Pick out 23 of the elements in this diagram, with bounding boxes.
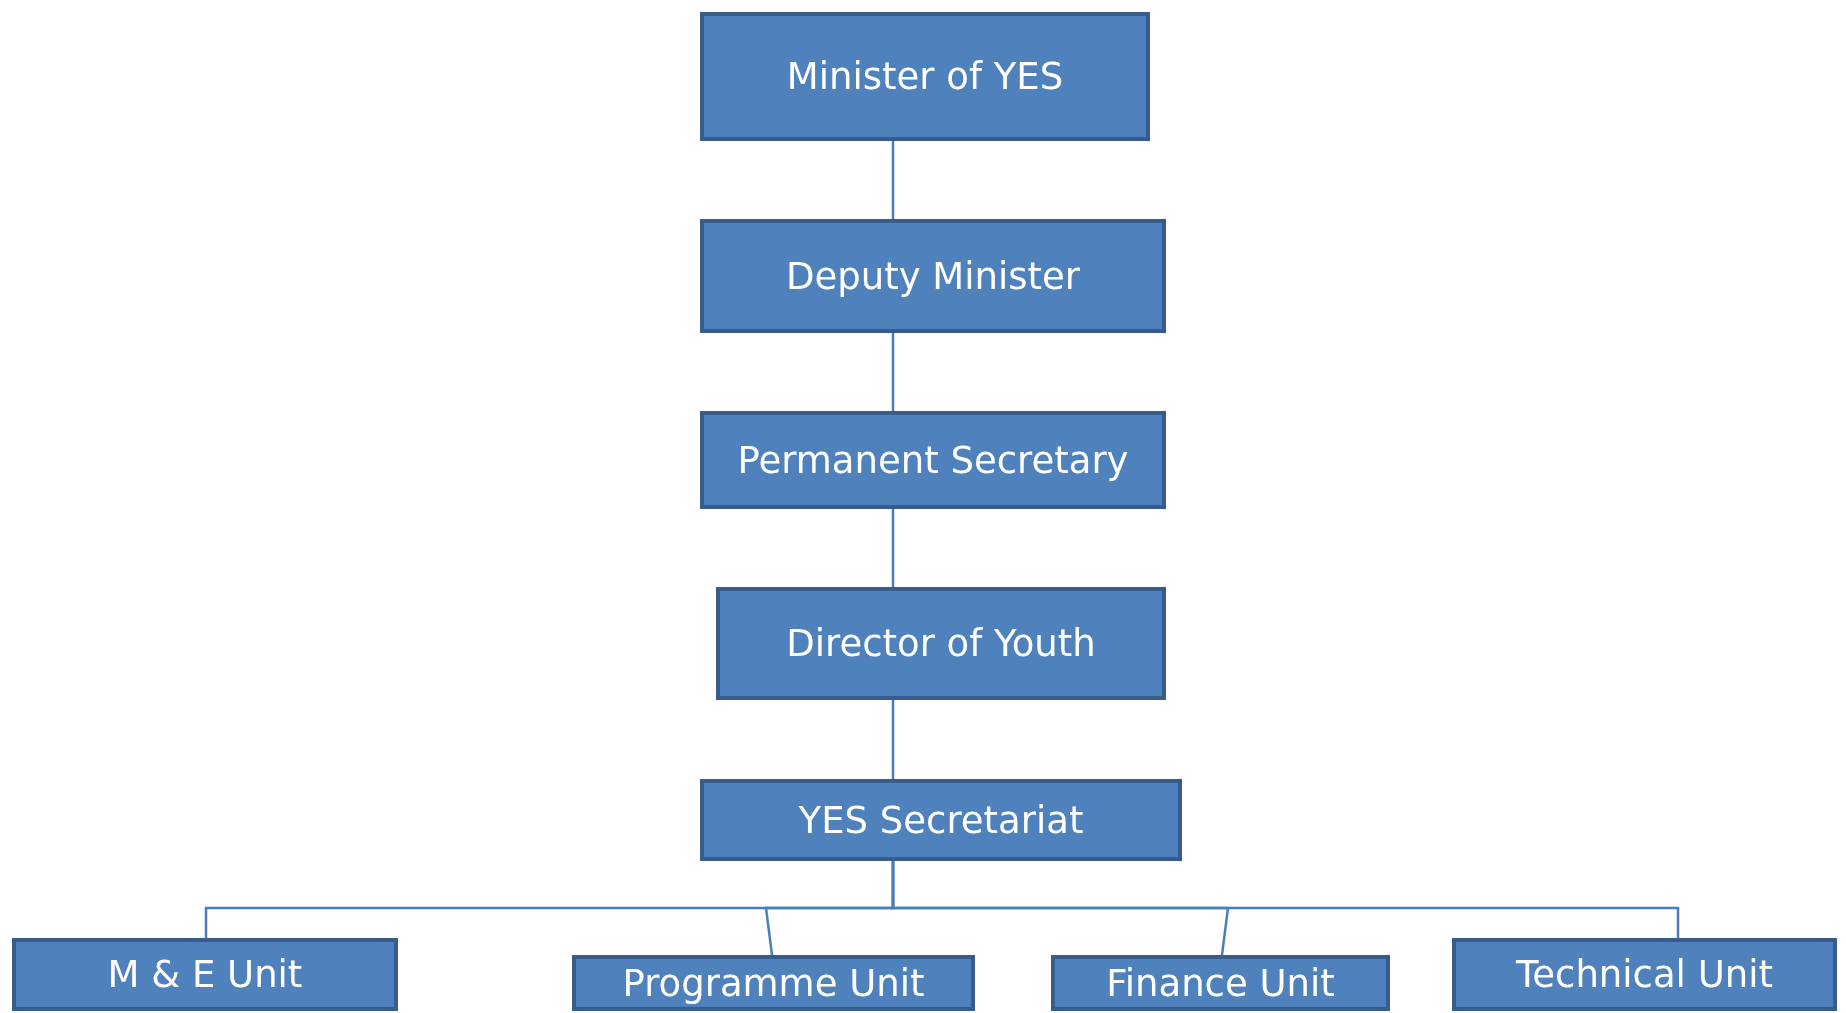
- org-box: [700, 219, 1166, 333]
- box-label: Deputy Minister: [785, 254, 1081, 298]
- connector-line: [891, 861, 1680, 938]
- org-box: [700, 411, 1166, 509]
- org-box: [12, 938, 398, 1011]
- org-box: [700, 779, 1182, 861]
- box-label: YES Secretariat: [798, 798, 1084, 842]
- org-box: [1452, 938, 1837, 1011]
- box-label: Permanent Secretary: [737, 438, 1129, 482]
- box-label: Technical Unit: [1516, 953, 1773, 996]
- connector-line: [891, 333, 895, 411]
- box-label: M & E Unit: [107, 953, 303, 996]
- box-label: Minister of YES: [786, 55, 1064, 98]
- box-label: Director of Youth: [786, 622, 1096, 665]
- org-box: [716, 587, 1166, 700]
- org-box: [700, 12, 1150, 141]
- connector-line: [891, 141, 895, 219]
- connector-line: [891, 700, 895, 779]
- box-label: Programme Unit: [622, 961, 925, 1005]
- org-box: [572, 955, 975, 1011]
- box-label: Finance Unit: [1106, 961, 1335, 1005]
- org-box: [1051, 955, 1390, 1011]
- connector-line: [891, 509, 895, 587]
